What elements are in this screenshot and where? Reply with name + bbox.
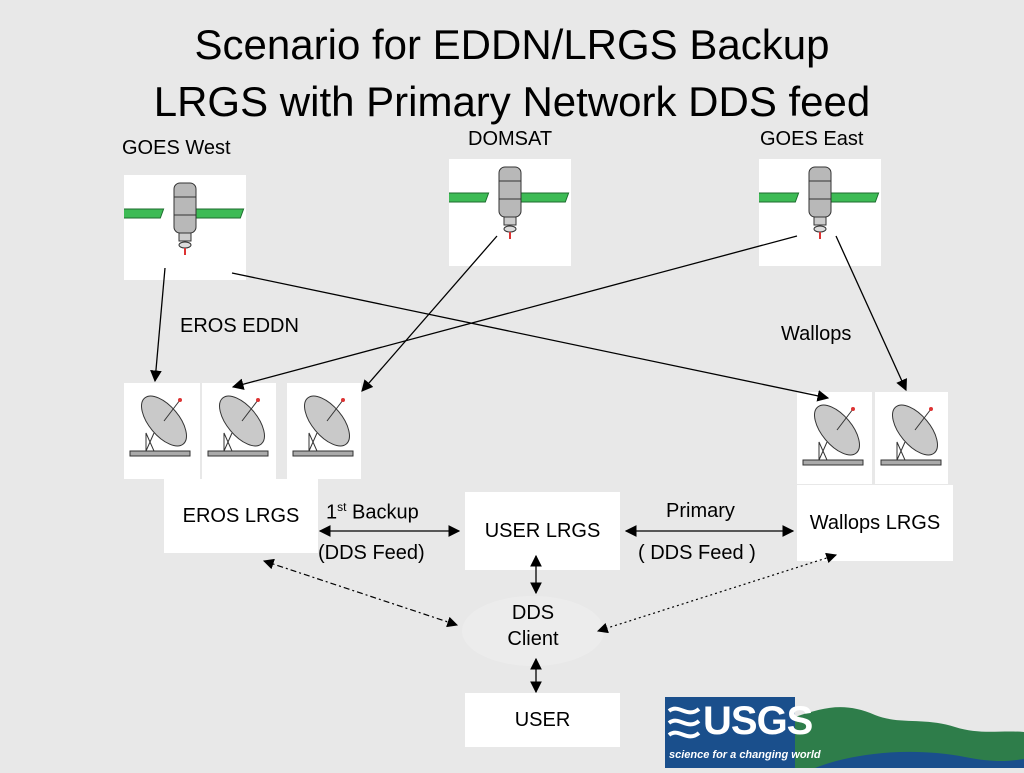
dds-client-line-1: DDS	[511, 602, 555, 624]
dish-antenna-icon	[129, 395, 191, 457]
title-line-1: Scenario for EDDN/LRGS Backup	[194, 21, 830, 68]
goes-west-to-eros-link	[150, 267, 166, 383]
wallops-dish-1	[797, 392, 872, 484]
goes-east-satellite	[744, 159, 881, 266]
user-lrgs-node: USER LRGS	[465, 492, 620, 570]
goes-west-to-wallops-link	[231, 272, 830, 402]
eros-dds-client-link	[262, 558, 459, 628]
wallops-dish-2	[875, 392, 948, 484]
eros-dish-1	[124, 383, 200, 479]
domsat-satellite	[434, 159, 571, 266]
wallops-dds-client-link	[596, 552, 838, 634]
satellite-icon	[744, 166, 880, 239]
eros-lrgs-node: EROS LRGS	[164, 479, 318, 553]
backup-text: Backup	[346, 501, 419, 524]
title-line-2: LRGS with Primary Network DDS feed	[153, 78, 871, 125]
eros-dish-2	[202, 383, 276, 479]
wallops-lrgs-label: Wallops LRGS	[809, 511, 941, 534]
satellite-icon	[434, 166, 570, 239]
usgs-logo: USGS science for a changing world	[665, 697, 1024, 768]
eros-eddn-label: EROS EDDN	[180, 315, 299, 337]
goes-west-satellite	[109, 175, 246, 280]
usgs-logo-graphic	[665, 697, 1024, 768]
eros-dish-3	[287, 383, 361, 479]
user-node: USER	[465, 693, 620, 747]
backup-prefix: 1	[326, 501, 338, 524]
satellite-icon	[109, 182, 245, 255]
dds-client-line-2: Client	[507, 628, 559, 650]
wallops-lrgs-node: Wallops LRGS	[797, 485, 953, 561]
goes-east-to-wallops-link	[835, 235, 907, 392]
eros-lrgs-label: EROS LRGS	[182, 504, 300, 527]
goes-west-label: GOES West	[122, 137, 231, 159]
backup-superscript: st	[337, 500, 347, 514]
usgs-logo-text: USGS	[703, 699, 813, 743]
wallops-label: Wallops	[781, 323, 852, 345]
domsat-label: DOMSAT	[468, 128, 553, 150]
goes-east-label: GOES East	[760, 128, 864, 150]
dds-client-node	[462, 596, 604, 666]
dish-antenna-icon	[880, 404, 942, 466]
dish-antenna-icon	[802, 404, 864, 466]
backup-label: 1st Backup	[326, 500, 419, 525]
backup-feed-label: (DDS Feed)	[318, 542, 425, 564]
domsat-to-eros-link	[361, 235, 498, 392]
goes-east-to-eros-link	[231, 235, 798, 390]
dish-antenna-icon	[292, 395, 354, 457]
usgs-tagline: science for a changing world	[669, 749, 821, 761]
dish-antenna-icon	[207, 395, 269, 457]
dds-client-label: DDS Client	[462, 600, 604, 652]
user-lrgs-label: USER LRGS	[484, 519, 601, 542]
primary-label: Primary	[666, 500, 735, 522]
user-label: USER	[514, 708, 571, 731]
